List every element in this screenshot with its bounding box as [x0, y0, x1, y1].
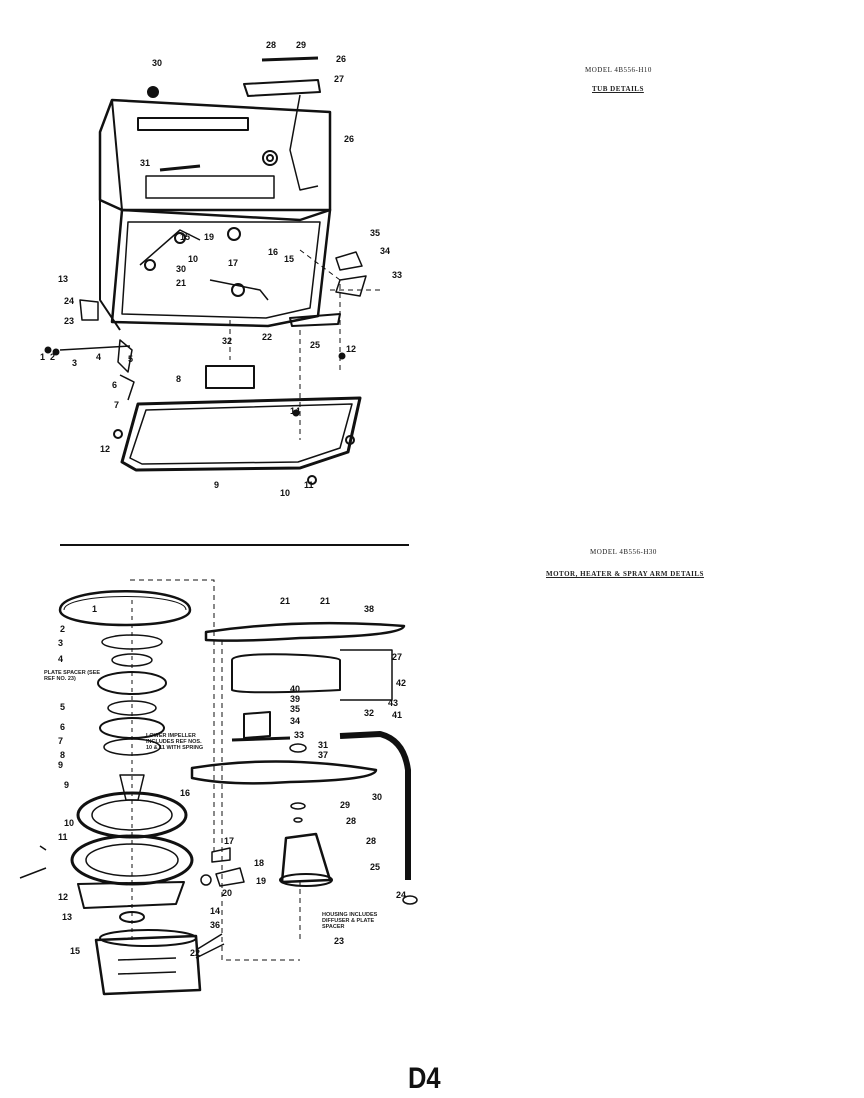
upper-callout-25: 25	[310, 340, 320, 350]
lower-callout-43: 43	[388, 698, 398, 708]
lower-callout-11: 11	[58, 832, 68, 842]
upper-callout-13: 13	[58, 274, 68, 284]
upper-callout-12: 12	[100, 444, 110, 454]
lower-model-caption: MODEL 4B556-H30	[590, 548, 657, 556]
lower-callout-5: 5	[60, 702, 65, 712]
upper-callout-6: 6	[112, 380, 117, 390]
upper-callout-22: 22	[262, 332, 272, 342]
lower-callout-39: 39	[290, 694, 300, 704]
lower-callout-33: 33	[294, 730, 304, 740]
upper-callout-30: 30	[152, 58, 162, 68]
upper-callout-15: 15	[284, 254, 294, 264]
upper-callout-34: 34	[380, 246, 390, 256]
lower-callout-12: 12	[58, 892, 68, 902]
upper-callout-26: 26	[336, 54, 346, 64]
page-number: D4	[408, 1062, 441, 1095]
lower-callout-31: 31	[318, 740, 328, 750]
upper-callout-3: 3	[72, 358, 77, 368]
lower-callout-30: 30	[372, 792, 382, 802]
lower-callout-34: 34	[290, 716, 300, 726]
lower-callout-6: 6	[60, 722, 65, 732]
upper-callout-4: 4	[96, 352, 101, 362]
lower-callout-4: 4	[58, 654, 63, 664]
upper-callout-24: 24	[64, 296, 74, 306]
lower-callout-22: 22	[190, 948, 200, 958]
upper-callout-23: 23	[64, 316, 74, 326]
upper-callout-15: 15	[180, 232, 190, 242]
upper-callout-8: 8	[176, 374, 181, 384]
lower-impeller-note: LOWER IMPELLER INCLUDES REF NOS. 10 & 11…	[146, 733, 204, 751]
upper-callout-17: 17	[228, 258, 238, 268]
upper-callout-28: 28	[266, 40, 276, 50]
lower-callout-19: 19	[256, 876, 266, 886]
lower-callout-40: 40	[290, 684, 300, 694]
lower-callout-23: 23	[334, 936, 344, 946]
upper-callout-10: 10	[280, 488, 290, 498]
housing-note: HOUSING INCLUDES DIFFUSER & PLATE SPACER	[322, 912, 378, 930]
lower-callout-21: 21	[280, 596, 290, 606]
lower-callout-29: 29	[340, 800, 350, 810]
lower-callout-27: 27	[392, 652, 402, 662]
upper-callout-31: 31	[140, 158, 150, 168]
lower-callout-8: 8	[60, 750, 65, 760]
lower-callout-21: 21	[320, 596, 330, 606]
upper-callout-30: 30	[176, 264, 186, 274]
lower-callout-3: 3	[58, 638, 63, 648]
upper-callout-11: 11	[304, 480, 314, 490]
upper-callout-2: 2	[50, 352, 55, 362]
lower-callout-7: 7	[58, 736, 63, 746]
lower-callout-28: 28	[346, 816, 356, 826]
upper-callout-26: 26	[344, 134, 354, 144]
section-divider	[60, 544, 409, 546]
lower-callout-35: 35	[290, 704, 300, 714]
lower-callout-28: 28	[366, 836, 376, 846]
lower-callout-32: 32	[364, 708, 374, 718]
upper-callout-10: 10	[188, 254, 198, 264]
upper-callout-33: 33	[392, 270, 402, 280]
lower-callout-41: 41	[392, 710, 402, 720]
lower-section-title: MOTOR, HEATER & SPRAY ARM DETAILS	[546, 570, 704, 578]
lower-callout-18: 18	[254, 858, 264, 868]
lower-callout-15: 15	[70, 946, 80, 956]
upper-callout-32: 32	[222, 336, 232, 346]
upper-callout-35: 35	[370, 228, 380, 238]
lower-callout-1: 1	[92, 604, 97, 614]
lower-callout-2: 2	[60, 624, 65, 634]
upper-callout-12: 12	[346, 344, 356, 354]
upper-model-caption: MODEL 4B556-H10	[585, 66, 652, 74]
lower-callout-10: 10	[64, 818, 74, 828]
tub-assembly	[44, 56, 380, 485]
upper-callout-5: 5	[128, 354, 133, 364]
upper-callout-9: 9	[214, 480, 219, 490]
lower-callout-42: 42	[396, 678, 406, 688]
upper-callout-29: 29	[296, 40, 306, 50]
lower-callout-9: 9	[64, 780, 69, 790]
motor-spray-assembly	[19, 579, 418, 996]
lower-callout-9: 9	[58, 760, 63, 770]
upper-callout-27: 27	[334, 74, 344, 84]
lower-callout-24: 24	[396, 890, 406, 900]
upper-callout-21: 21	[176, 278, 186, 288]
upper-callout-16: 16	[268, 247, 278, 257]
lower-callout-37: 37	[318, 750, 328, 760]
lower-callout-36: 36	[210, 920, 220, 930]
lower-callout-13: 13	[62, 912, 72, 922]
upper-callout-14: 14	[290, 406, 300, 416]
lower-callout-14: 14	[210, 906, 220, 916]
upper-callout-7: 7	[114, 400, 119, 410]
upper-section-title: TUB DETAILS	[592, 85, 644, 93]
lower-callout-17: 17	[224, 836, 234, 846]
plate-spacer-note: PLATE SPACER (SEE REF NO. 23)	[44, 670, 101, 682]
upper-callout-19: 19	[204, 232, 214, 242]
lower-callout-20: 20	[222, 888, 232, 898]
upper-callout-1: 1	[40, 352, 45, 362]
lower-callout-25: 25	[370, 862, 380, 872]
lower-callout-16: 16	[180, 788, 190, 798]
lower-callout-38: 38	[364, 604, 374, 614]
